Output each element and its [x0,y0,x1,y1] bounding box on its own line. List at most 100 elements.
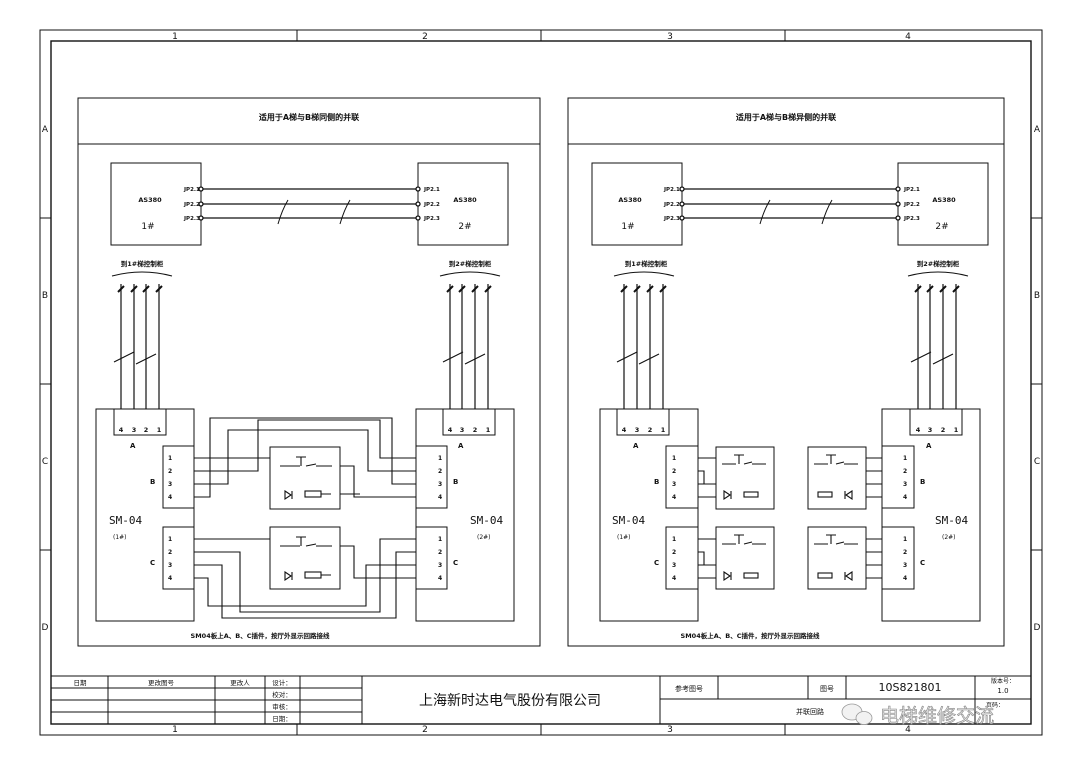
col-label-3-top: 3 [667,32,673,42]
board-left-id: (1#) [617,534,631,541]
panel-border [77,97,541,647]
tb-change-no: 更改图号 [148,678,175,687]
svg-text:1: 1 [168,536,172,543]
svg-text:4: 4 [916,426,921,434]
svg-text:2: 2 [473,426,478,434]
panel-border [567,97,1005,647]
controller-left-model: AS380 [138,196,162,204]
svg-text:3: 3 [903,481,907,488]
svg-text:3: 3 [635,426,640,434]
button-lamp-symbols [722,454,858,582]
tb-version-label: 版本号： [991,677,1015,685]
svg-text:4: 4 [119,426,124,434]
tb-changed-by: 更改人 [230,678,250,687]
svg-text:2: 2 [168,468,172,475]
tb-design: 设计： [272,678,292,687]
svg-text:3: 3 [168,481,172,488]
tb-version: 1.0 [997,687,1008,695]
port-labels: JP2.1 JP2.2 JP2.3 JP2.1 JP2.2 JP2.3 [183,187,440,222]
svg-text:JP2.2: JP2.2 [183,202,200,208]
svg-text:4: 4 [903,575,907,582]
svg-text:1: 1 [672,536,676,543]
button-lamp-unit-right-b [807,446,867,510]
svg-text:JP2.2: JP2.2 [903,202,920,208]
controller-link-wires [679,186,901,225]
controller-right-model: AS380 [932,196,956,204]
board-right-c-conn [881,526,915,590]
cable-braces [111,271,501,277]
svg-text:1: 1 [438,455,442,462]
tb-date2: 日期： [272,715,292,723]
cable-wires-left [616,284,667,412]
controller-left [591,162,683,246]
conn-a-right: A [458,442,464,450]
cable-label-left: 到1#梯控制柜 [121,259,164,268]
board-left-name: SM-04 [612,514,645,527]
tb-drawing-name: 并联回路 [796,707,824,716]
svg-text:3: 3 [928,426,933,434]
row-label-c-right: C [1034,457,1040,467]
svg-text:1: 1 [661,426,666,434]
conn-a-left: A [633,442,639,450]
a-pin-labels: 4 3 2 1 4 3 2 1 [119,426,491,434]
row-label-c-left: C [42,457,48,467]
controller-right-id: 2# [458,222,471,232]
col-label-4-bottom: 4 [905,725,911,735]
tb-drawing-no: 10S821801 [879,681,942,694]
svg-text:JP2.2: JP2.2 [423,202,440,208]
board-left-name: SM-04 [109,514,142,527]
svg-text:3: 3 [132,426,137,434]
col-label-4-top: 4 [905,32,911,42]
cable-label-left: 到1#梯控制柜 [625,259,668,268]
watermark: 电梯维修交流 [841,703,994,727]
tb-company: 上海新时达电气股份有限公司 [419,693,601,709]
conn-b-left: B [150,478,155,486]
row-label-a-left: A [42,125,49,135]
tb-check: 校对： [272,690,292,699]
svg-text:2: 2 [438,468,442,475]
svg-text:3: 3 [672,562,676,569]
board-right-a-conn [442,408,496,436]
cable-braces [613,271,969,277]
board-left-b-conn [665,445,699,509]
tb-drawing-no-label: 图号 [820,685,834,693]
svg-text:4: 4 [672,494,676,501]
board-right [415,408,515,622]
svg-text:4: 4 [438,575,442,582]
row-label-d-left: D [42,623,49,633]
svg-text:2: 2 [168,549,172,556]
svg-text:4: 4 [168,575,172,582]
cable-label-right: 到2#梯控制柜 [449,259,492,268]
conn-b-right: B [920,478,925,486]
frame-grid [40,30,1042,735]
bc-pin-labels: 1 2 3 4 1 2 3 4 1 2 3 4 1 2 3 4 [672,455,907,582]
port-labels: JP2.1 JP2.2 JP2.3 JP2.1 JP2.2 JP2.3 [663,187,920,222]
svg-text:JP2.2: JP2.2 [663,202,680,208]
local-wiring [698,457,882,579]
button-lamp-symbols [280,456,332,582]
svg-text:JP2.3: JP2.3 [183,216,200,222]
conn-b-right: B [453,478,458,486]
svg-text:4: 4 [438,494,442,501]
conn-c-right: C [453,559,458,567]
board-left-c-conn [665,526,699,590]
title-block-text: 日期 更改图号 更改人 设计： 校对： 审核： 日期： 上海新时达电气股份有限公… [74,677,1016,723]
cross-wiring [194,417,416,619]
col-label-2-top: 2 [422,32,428,42]
button-lamp-unit-b [269,446,341,510]
controller-right-id: 2# [935,222,948,232]
watermark-text: 电梯维修交流 [880,705,994,727]
cable-wires-left [113,284,163,412]
panel-opposite-side: 适用于A梯与B梯异侧的并联 AS380 1# AS380 2# JP2.1 JP… [567,97,1005,647]
panel-title: 适用于A梯与B梯异侧的并联 [736,112,836,122]
col-label-1-top: 1 [172,32,178,42]
svg-text:1: 1 [954,426,959,434]
conn-c-left: C [654,559,659,567]
conn-a-right: A [926,442,932,450]
panel-same-side: 适用于A梯与B梯同侧的并联 AS380 1# AS380 2# JP2.1 JP… [77,97,541,647]
svg-text:3: 3 [460,426,465,434]
bc-pin-labels: 1 2 3 4 1 2 3 4 1 2 3 4 1 2 3 4 [168,455,442,582]
svg-text:2: 2 [903,468,907,475]
panel-title: 适用于A梯与B梯同侧的并联 [259,112,359,122]
svg-text:JP2.3: JP2.3 [663,216,680,222]
